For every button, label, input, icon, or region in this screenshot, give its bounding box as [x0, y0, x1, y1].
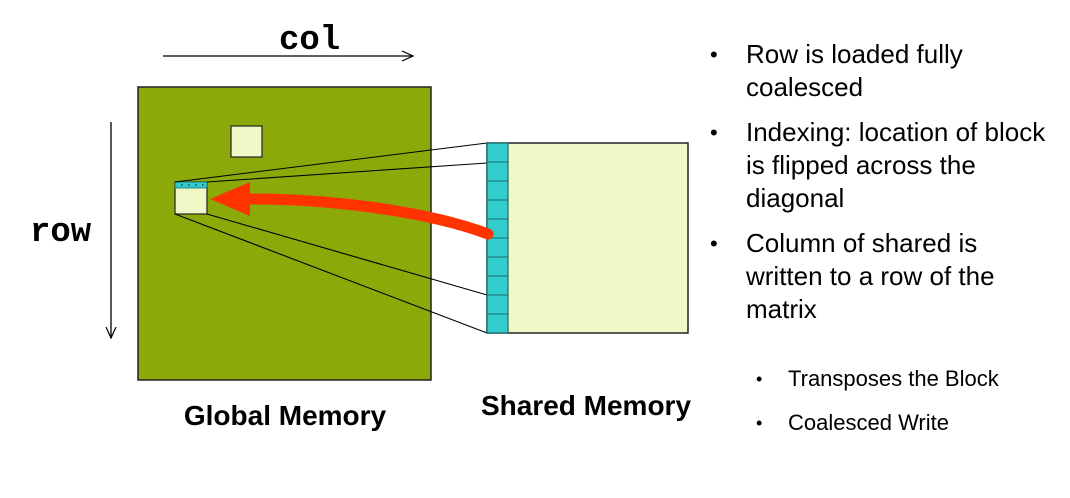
global-memory-matrix [137, 86, 432, 381]
sub-bullet-list: Transposes the Block Coalesced Write [752, 364, 1052, 452]
write-back-arrow [210, 182, 494, 240]
destination-row-strip [174, 181, 208, 189]
sub-bullet-item: Coalesced Write [752, 408, 1052, 438]
col-axis-label: col [279, 22, 341, 60]
global-memory-caption: Global Memory [183, 400, 387, 431]
bullet-list: Row is loaded fully coalesced Indexing: … [708, 38, 1058, 338]
bullet-item: Indexing: location of block is flipped a… [708, 116, 1058, 215]
source-block [230, 125, 263, 158]
shared-memory-column [486, 142, 509, 334]
bullet-item: Row is loaded fully coalesced [708, 38, 1058, 104]
row-axis-label: row [30, 214, 92, 252]
projection-lines [174, 142, 488, 334]
destination-row-dots [181, 184, 204, 186]
sub-bullet-item: Transposes the Block [752, 364, 1052, 394]
shared-memory-caption: Shared Memory [480, 390, 692, 421]
bullet-item: Column of shared is written to a row of … [708, 227, 1058, 326]
shared-memory-block [486, 142, 689, 334]
